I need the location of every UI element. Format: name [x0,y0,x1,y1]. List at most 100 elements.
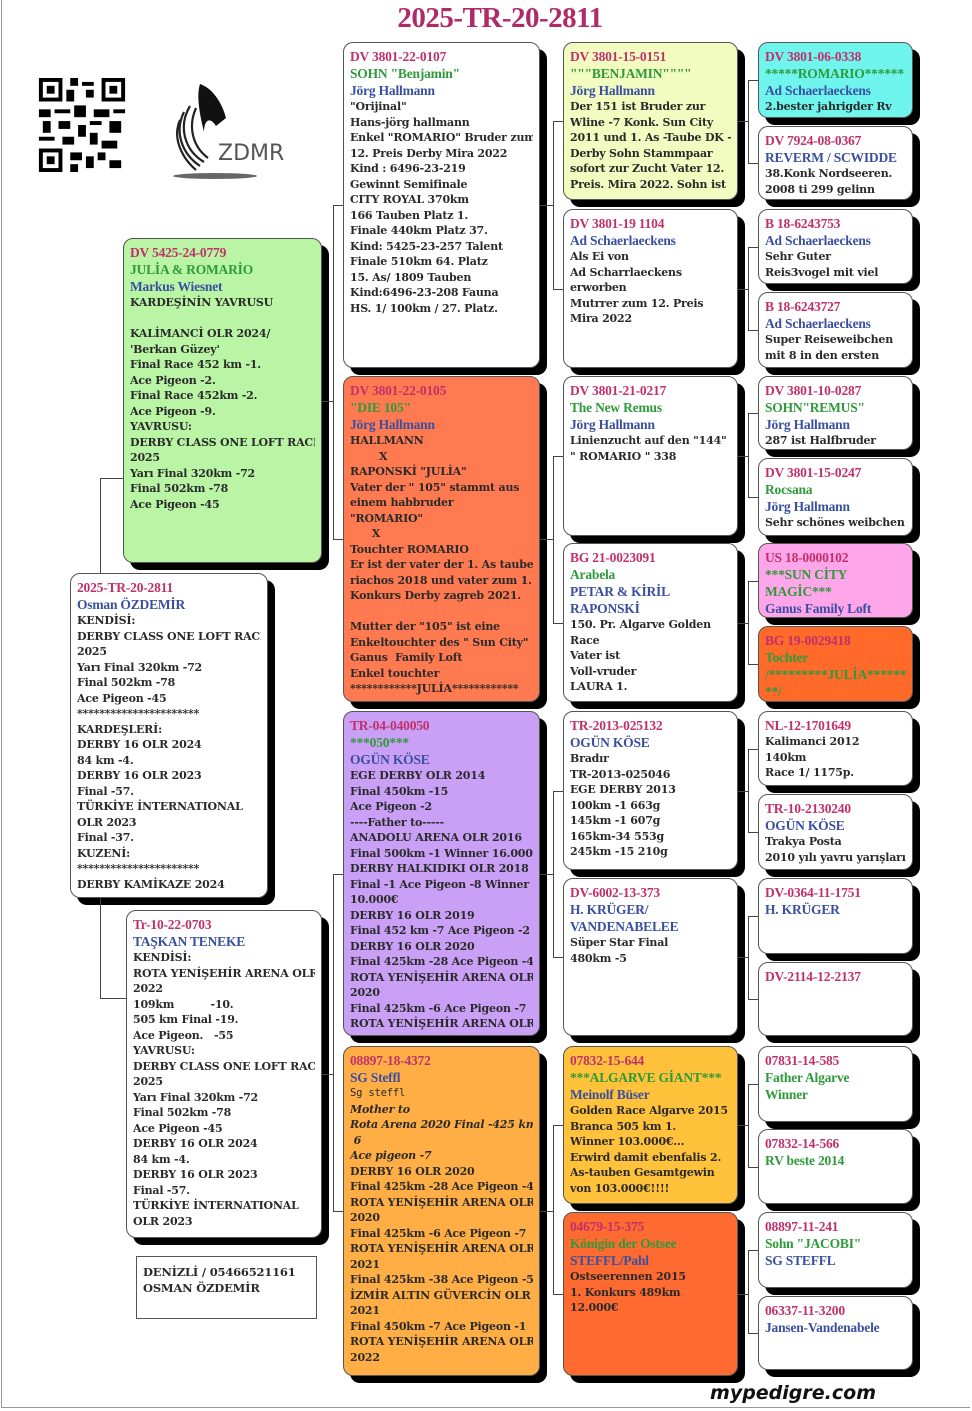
info-line: 505 km Final -19. [133,1013,239,1026]
connector-line [553,622,563,624]
info-line: Final 502km -78 [77,676,176,689]
connector-line [748,748,758,750]
breeder-name: Jansen-Vandenabele [765,1320,880,1335]
ring-number: DV-0364-11-1751 [765,885,861,900]
pigeon-name: RV beste 2014 [765,1153,845,1168]
info-line: Ganus Family Loft [350,651,463,664]
breeder-name: Jörg Hallmann [570,417,655,432]
info-line: Final -37. [77,831,134,844]
great-great-grandparent-card[interactable]: DV-2114-12-2137 [758,962,913,1036]
info-line: Super Reiseweibchen [765,333,893,346]
breeder-name: Jörg Hallmann [570,83,655,98]
info-line: ROTA YENİŞEHİR ARENA OLR [350,970,533,984]
info-line: 84 km -4. [133,1152,190,1166]
info-line: YAVRUSU: [133,1044,195,1057]
info-line: ********************** [77,862,200,875]
info-line: RAPONSKİ "JULİA" [350,465,467,478]
pigeon-name: SOHN"REMUS" [765,400,865,415]
logo-text: ZDMR [218,141,284,166]
pigeon-name: Arabela [570,567,616,582]
ring-number: 08897-11-241 [765,1219,839,1234]
connector-line [748,748,749,832]
info-line: 165km-34 553g [570,829,664,843]
breeder-name: H. KRÜGER/ [570,902,649,917]
connector-line [333,205,334,539]
info-line: Final Race 452 km -1. [130,358,261,371]
site-watermark[interactable]: mypedigre.com [710,1382,876,1404]
info-line: 12.000€ [570,1301,619,1314]
connector-line [748,1084,758,1085]
info-line: Final 452 km -7 Ace Pigeon -2 [350,924,530,937]
connector-line [748,80,758,81]
breeder-name: Markus Wiesnet [130,279,223,294]
connector-line [333,205,343,206]
info-line: 2025 [133,1075,163,1088]
info-line: Als Ei von [570,250,629,263]
ring-number: 07832-15-644 [570,1053,645,1068]
breeder-name: H. KRÜGER [765,902,840,917]
ring-number: DV 3801-15-0247 [765,465,862,480]
info-line: Bradır [570,752,609,765]
pigeon-name: Father Algarve [765,1070,850,1085]
connector-line [748,916,758,917]
info-line: einem habbruder [350,496,454,509]
connector-line [748,580,749,664]
info-line: Enkeltouchter des " Sun City" [350,635,529,649]
info-line: 1. Konkurs 489km [570,1285,681,1299]
info-line: Ad Scharrlaeckens [570,265,682,279]
info-line: DERBY 16 OLR 2023 [77,769,202,782]
info-line: DERBY 16 OLR 2019 [350,908,475,922]
info-line: 2010 yılı yavru yarışları [765,850,906,864]
connector-line [738,121,749,122]
great-great-grandparent-card[interactable]: DV 3801-06-0338*****ROMARIO******Ad Scha… [758,42,913,118]
info-line: Enkel touchter [350,666,440,680]
breeder-name: OGÜN KÖSE [765,818,845,833]
info-line: Sehr schönes weibchen [765,516,905,529]
info-line: Der 151 ist Bruder zur [570,100,706,113]
info-line: Race [570,633,600,647]
breeder-name: TAŞKAN TENEKE [133,934,246,949]
ring-number: BG 19-0029418 [765,633,851,648]
info-line [350,604,533,620]
info-line: Mira 2022 [570,312,632,325]
info-line: Preis. Mira 2022. Sohn ist [570,177,726,191]
connector-line [748,1166,758,1168]
info-line: Ace Pigeon -45 [77,691,167,705]
ring-number: TR-2013-025132 [570,718,663,733]
info-line: TR-2013-025046 [570,767,671,781]
ring-number: 2025-TR-20-2811 [77,580,173,595]
info-line: 38.Konk Nordseeren. [765,167,893,180]
great-great-grandparent-card[interactable]: DV-0364-11-1751 H. KRÜGER [758,878,913,954]
info-line: Enkel "ROMARIO" Bruder zum [350,131,533,144]
great-grandparent-card[interactable]: DV 3801-15-0151"""BENJAMIN""""Jörg Hallm… [563,42,738,200]
great-grandparent-card[interactable]: 07832-15-644***ALGARVE GİANT***Meinolf B… [563,1046,738,1204]
info-line: Erwird damit ebenfalis 2. [570,1150,722,1164]
info-line: X [350,527,381,540]
